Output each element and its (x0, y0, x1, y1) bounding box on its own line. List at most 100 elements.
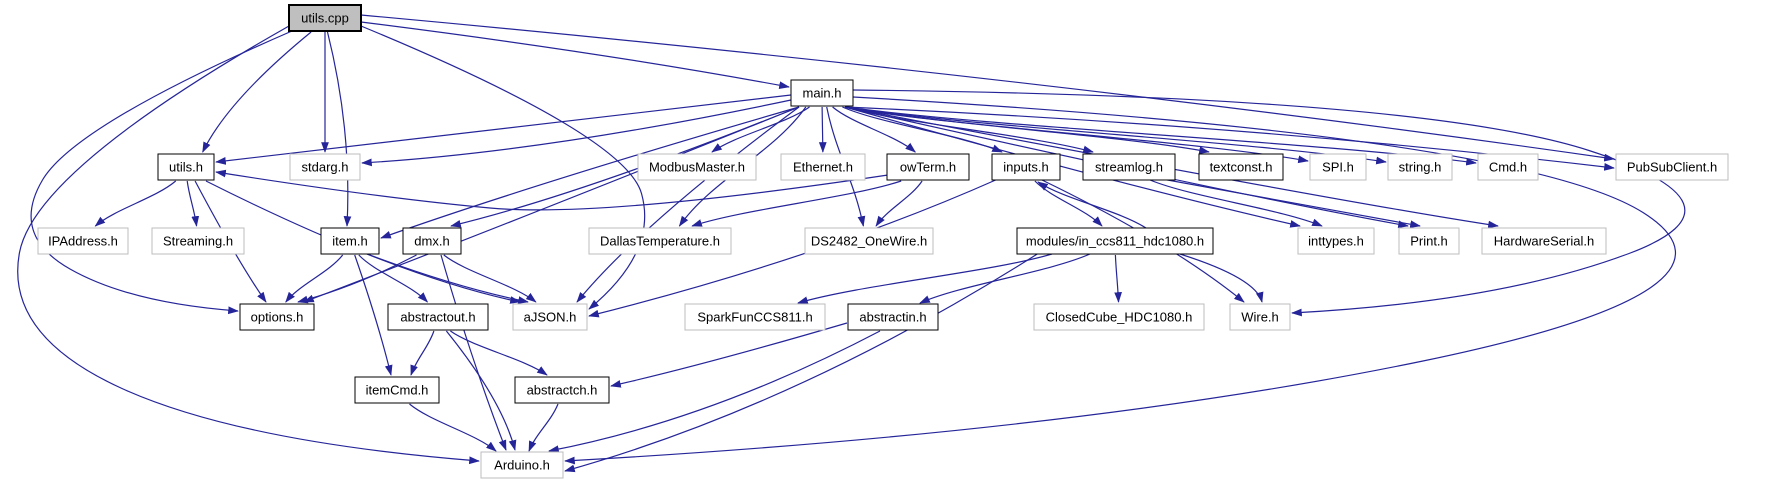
node-label-item-h: item.h (332, 234, 367, 249)
node-closedcube-hdc1080-h: ClosedCube_HDC1080.h (1033, 303, 1205, 331)
node-label-abstractout-h: abstractout.h (400, 310, 475, 325)
node-label-dmx-h: dmx.h (414, 234, 449, 249)
edge-main-h-to-ethernet-h (818, 106, 827, 153)
edge-layer (17, 14, 1686, 473)
node-label-stdarg-h: stdarg.h (302, 160, 349, 175)
edge-utils-cpp-to-utils-h (202, 31, 312, 153)
node-streaming-h: Streaming.h (151, 227, 245, 255)
node-label-hardwareserial-h: HardwareSerial.h (1494, 234, 1594, 249)
node-label-modules-in-ccs811-hdc1080-h: modules/in_ccs811_hdc1080.h (1026, 234, 1204, 249)
node-print-h: Print.h (1398, 227, 1460, 255)
node-label-streamlog-h: streamlog.h (1095, 160, 1163, 175)
edge-utils-h-to-streaming-h (186, 180, 200, 227)
node-layer: utils.cpp main.h utils.h stdarg.h ModbusMast… (37, 4, 1729, 479)
node-label-abstractch-h: abstractch.h (527, 383, 598, 398)
node-arduino-h: Arduino.h (480, 451, 564, 479)
node-label-ds2482-onewire-h: DS2482_OneWire.h (811, 234, 927, 249)
node-label-itemcmd-h: itemCmd.h (366, 383, 429, 398)
edge-abstractch-h-to-arduino-h (528, 403, 559, 452)
edge-utils-cpp-to-main-h (360, 21, 790, 90)
node-inttypes-h: inttypes.h (1297, 227, 1375, 255)
node-options-h[interactable]: options.h (239, 303, 315, 331)
node-owterm-h[interactable]: owTerm.h (886, 153, 970, 181)
edge-main-h-to-ajson-h (576, 106, 800, 303)
node-ds2482-onewire-h: DS2482_OneWire.h (804, 227, 934, 255)
node-streamlog-h[interactable]: streamlog.h (1082, 153, 1176, 181)
edge-dmx-h-to-options-h (297, 254, 417, 304)
node-abstractin-h[interactable]: abstractin.h (847, 303, 939, 331)
edge-main-h-to-arduino-h (564, 96, 1676, 465)
edge-modules-in-ccs811-hdc1080-h-to-inputs-h (1037, 181, 1147, 229)
edge-main-h-to-print-h (844, 106, 1409, 229)
node-ajson-h: aJSON.h (512, 303, 588, 331)
node-sparkfunccs811-h: SparkFunCCS811.h (684, 303, 826, 331)
node-item-h[interactable]: item.h (320, 227, 380, 255)
node-label-print-h: Print.h (1410, 234, 1448, 249)
edge-item-h-to-options-h (285, 254, 344, 303)
edge-dmx-h-to-arduino-h (440, 254, 507, 451)
node-label-owterm-h: owTerm.h (900, 160, 956, 175)
edge-utils-h-to-ipaddress-h (94, 180, 177, 227)
node-label-ajson-h: aJSON.h (524, 310, 577, 325)
node-main-h[interactable]: main.h (790, 79, 854, 107)
node-label-utils-h: utils.h (169, 160, 203, 175)
node-label-cmd-h: Cmd.h (1489, 160, 1527, 175)
node-ethernet-h: Ethernet.h (780, 153, 866, 181)
edge-owterm-h-to-ds2482-onewire-h (875, 180, 923, 227)
edge-utils-cpp-to-options-h (30, 30, 293, 315)
edge-owterm-h-to-utils-h (215, 169, 889, 211)
edge-main-h-to-modbusmaster-h (711, 106, 810, 153)
edge-dmx-h-to-ajson-h (443, 254, 537, 303)
edge-main-h-to-utils-h (215, 94, 792, 165)
node-label-ipaddress-h: IPAddress.h (48, 234, 118, 249)
edge-modules-in-ccs811-hdc1080-h-to-wire-h (1179, 253, 1264, 303)
node-label-ethernet-h: Ethernet.h (793, 160, 853, 175)
edge-itemcmd-h-to-arduino-h (409, 403, 497, 452)
node-label-string-h: string.h (1399, 160, 1442, 175)
node-abstractch-h[interactable]: abstractch.h (514, 376, 610, 404)
node-label-options-h: options.h (251, 310, 304, 325)
node-modules-in-ccs811-hdc1080-h[interactable]: modules/in_ccs811_hdc1080.h (1016, 227, 1214, 255)
node-label-modbusmaster-h: ModbusMaster.h (649, 160, 745, 175)
node-abstractout-h[interactable]: abstractout.h (387, 303, 489, 331)
node-label-main-h: main.h (802, 86, 841, 101)
edge-main-h-to-owterm-h (832, 106, 916, 153)
node-label-sparkfunccs811-h: SparkFunCCS811.h (697, 310, 812, 325)
node-dallastemperature-h: DallasTemperature.h (588, 227, 732, 255)
edge-abstractout-h-to-arduino-h (445, 330, 517, 451)
edge-utils-cpp-to-arduino-h (17, 25, 480, 465)
edge-main-h-to-options-h (303, 106, 800, 303)
node-textconst-h[interactable]: textconst.h (1198, 153, 1284, 181)
node-itemcmd-h[interactable]: itemCmd.h (354, 376, 440, 404)
node-dmx-h[interactable]: dmx.h (402, 227, 462, 255)
edge-item-h-to-itemcmd-h (354, 254, 393, 376)
node-label-streaming-h: Streaming.h (163, 234, 233, 249)
edge-main-h-to-item-h (380, 106, 800, 239)
edge-main-h-to-spi-h (844, 106, 1309, 164)
edge-main-h-to-hardwareserial-h (844, 106, 1499, 229)
node-spi-h: SPI.h (1309, 153, 1367, 181)
edge-item-h-to-ajson-h (369, 254, 529, 304)
node-modbusmaster-h: ModbusMaster.h (637, 153, 757, 181)
edge-modules-in-ccs811-hdc1080-h-to-sparkfunccs811-h (797, 253, 1053, 304)
node-label-dallastemperature-h: DallasTemperature.h (600, 234, 720, 249)
edge-utils-cpp-to-item-h (326, 31, 352, 227)
node-wire-h: Wire.h (1229, 303, 1291, 331)
edge-abstractin-h-to-abstractch-h (610, 322, 848, 388)
node-utils-h[interactable]: utils.h (157, 153, 215, 181)
edge-modules-in-ccs811-hdc1080-h-to-closedcube-hdc1080-h (1114, 254, 1122, 303)
edge-main-h-to-stdarg-h (361, 99, 792, 167)
edge-owterm-h-to-dallastemperature-h (691, 180, 902, 227)
edge-utils-cpp-to-pubsubclient-h (360, 14, 1615, 162)
edge-streamlog-h-to-print-h (1161, 178, 1421, 229)
node-hardwareserial-h: HardwareSerial.h (1481, 227, 1607, 255)
node-stdarg-h: stdarg.h (289, 153, 361, 181)
node-label-inputs-h: inputs.h (1003, 160, 1049, 175)
node-label-arduino-h: Arduino.h (494, 458, 550, 473)
node-label-utils-cpp: utils.cpp (301, 11, 349, 26)
node-inputs-h[interactable]: inputs.h (991, 153, 1061, 181)
node-ipaddress-h: IPAddress.h (37, 227, 129, 255)
edge-modules-in-ccs811-hdc1080-h-to-arduino-h (564, 250, 1043, 473)
